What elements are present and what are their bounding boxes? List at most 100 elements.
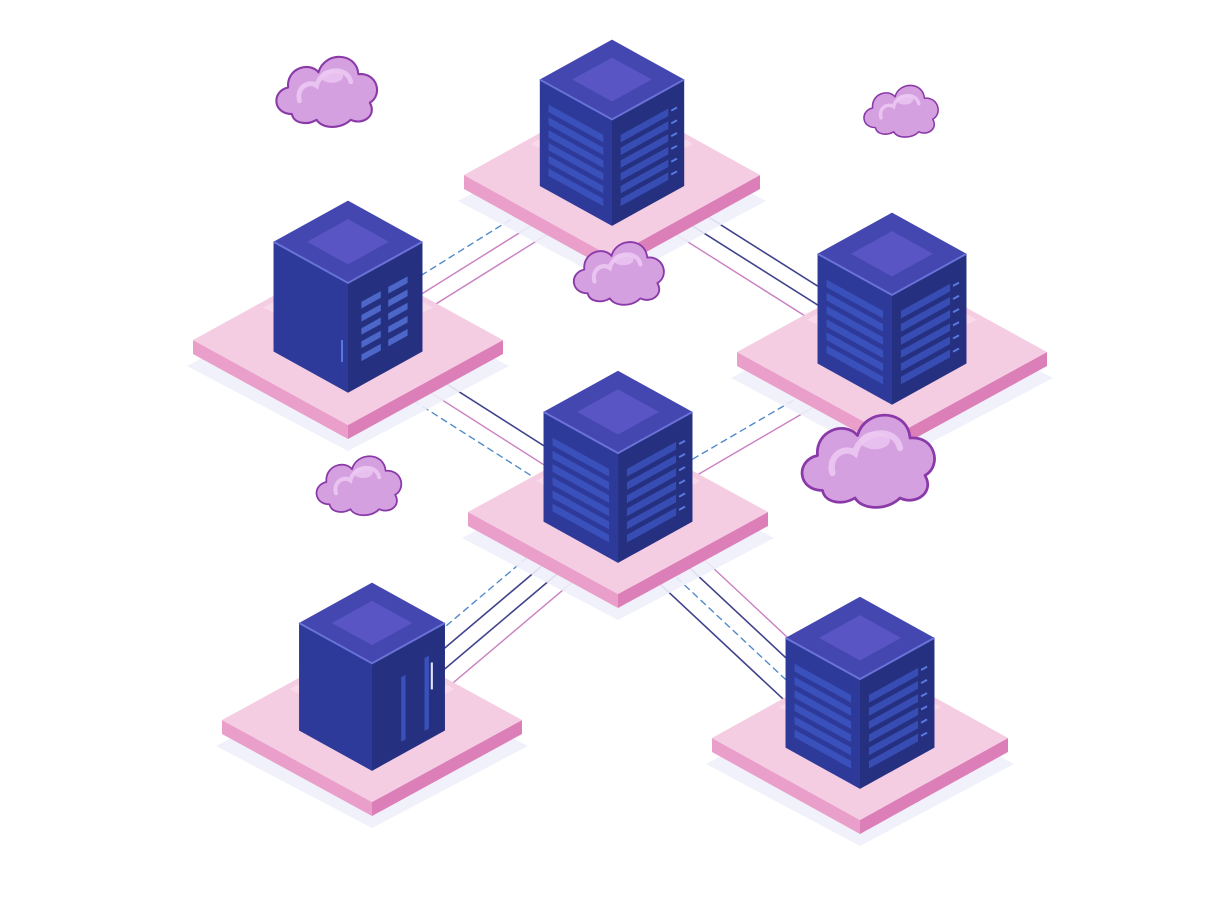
server-edge-highlight — [539, 78, 685, 121]
server-slot — [388, 302, 408, 320]
cloud-highlight — [591, 252, 643, 284]
server-edge-highlight — [298, 622, 446, 665]
server-left-face — [273, 241, 348, 393]
server-led — [952, 334, 960, 340]
server-slot — [620, 159, 669, 194]
server-slot — [900, 336, 951, 372]
server-led — [670, 106, 678, 112]
server-slot — [626, 455, 677, 490]
server-slot — [626, 494, 677, 530]
server-slot — [361, 330, 381, 348]
server-led — [920, 718, 928, 724]
server-led — [952, 321, 960, 327]
server-slot — [626, 507, 677, 543]
server-slot — [361, 343, 381, 362]
server-slot — [626, 481, 677, 517]
server-slot — [548, 117, 604, 156]
platform-side-left — [222, 720, 372, 816]
platform-side-right — [618, 512, 768, 608]
cloud-icon — [863, 84, 939, 138]
server-icon — [817, 212, 967, 405]
server-slot — [794, 703, 852, 743]
server-slot — [548, 155, 604, 194]
server-slot — [794, 690, 852, 730]
server-led — [678, 479, 686, 485]
server-slot — [620, 121, 669, 156]
server-led — [952, 308, 960, 314]
server-led — [670, 144, 678, 150]
server-slot — [794, 663, 852, 703]
platform-side-right — [612, 175, 760, 271]
server-nodes — [187, 39, 1053, 846]
server-slot — [826, 319, 884, 359]
platform-side-left — [737, 352, 892, 451]
server-slot — [868, 667, 919, 703]
node-top — [458, 39, 766, 283]
server-slot — [826, 332, 884, 372]
server-slot — [794, 716, 852, 756]
cloud-body — [275, 55, 379, 128]
server-led — [920, 731, 928, 737]
server-slot — [900, 323, 951, 359]
platform-side-right — [860, 738, 1008, 834]
platform-side-left — [468, 512, 618, 608]
server-led — [920, 665, 928, 671]
server-led — [952, 294, 960, 300]
platform-side-left — [712, 738, 860, 834]
server-edge-highlight — [817, 252, 967, 297]
server-led — [678, 453, 686, 459]
server-slot — [900, 349, 951, 385]
server-led — [678, 492, 686, 498]
platform-side-right — [372, 720, 522, 816]
server-slot — [552, 450, 610, 490]
server-slot — [620, 108, 669, 143]
server-slot — [826, 305, 884, 345]
server-slot — [900, 310, 951, 345]
node-lower-right — [706, 413, 1014, 846]
server-slot — [826, 292, 884, 332]
node-lower-left — [216, 455, 528, 828]
server-slot — [388, 289, 408, 307]
cabinet-door-seam — [424, 655, 429, 732]
server-slot — [361, 317, 381, 335]
cloud-body — [315, 455, 403, 517]
cloud-body — [863, 84, 939, 138]
server-slot — [388, 329, 408, 347]
server-led — [952, 347, 960, 353]
cloud-icon — [315, 455, 403, 517]
server-slot — [388, 276, 408, 294]
server-led — [920, 692, 928, 698]
server-edge-highlight — [273, 240, 423, 285]
server-slot — [552, 477, 610, 517]
server-slot — [620, 146, 669, 181]
platform-side-right — [348, 340, 503, 439]
server-slot — [868, 733, 919, 769]
server-icon — [298, 582, 446, 771]
server-slot — [548, 142, 604, 181]
server-slot — [620, 172, 669, 207]
server-slot — [868, 694, 919, 730]
server-slot — [826, 345, 884, 385]
server-slot — [548, 104, 604, 143]
server-led — [920, 705, 928, 711]
server-led — [678, 439, 686, 445]
node-upper-left — [187, 55, 509, 451]
cloud-shine — [896, 94, 914, 105]
server-edge-highlight — [785, 637, 935, 681]
server-slot — [548, 130, 604, 168]
server-slot — [388, 315, 408, 334]
cloud-icon — [275, 55, 379, 128]
cloud-body — [572, 241, 665, 306]
server-left-face — [299, 623, 372, 771]
cloud-highlight — [296, 68, 354, 104]
server-led — [952, 281, 960, 287]
cabinet-door-seam — [401, 674, 406, 742]
server-slot — [361, 291, 381, 309]
server-slot — [868, 707, 919, 743]
server-icon — [539, 39, 685, 226]
server-slot — [626, 468, 677, 504]
cloud-icon — [572, 241, 665, 306]
server-slot — [900, 283, 951, 319]
server-led — [920, 679, 928, 685]
